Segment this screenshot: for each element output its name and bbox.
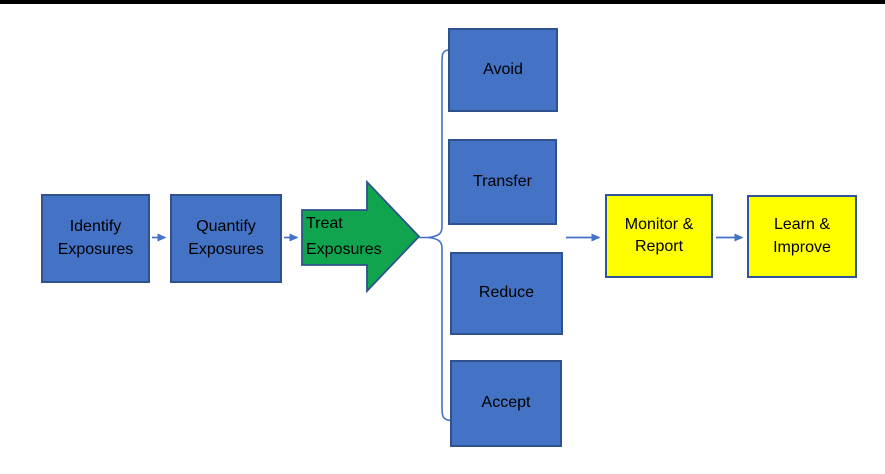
node-learn-improve-label: Learn & Improve <box>773 216 831 256</box>
node-avoid-label: Avoid <box>483 60 523 78</box>
node-quantify-exposures-label: Quantify Exposures <box>188 218 264 258</box>
node-learn-improve: Learn & Improve <box>747 195 857 278</box>
node-monitor-report: Monitor & Report <box>605 194 713 278</box>
node-accept-label: Accept <box>481 394 531 412</box>
node-treat-exposures-label: Treat Exposures <box>306 215 382 258</box>
top-border-rule <box>0 0 885 4</box>
options-brace-connector <box>427 49 451 422</box>
node-identify-exposures-label: Identify Exposures <box>57 218 134 258</box>
node-transfer-label: Transfer <box>473 172 532 190</box>
node-reduce-label: Reduce <box>478 284 535 302</box>
node-monitor-report-label: Monitor & Report <box>624 215 694 255</box>
node-identify-exposures: Identify Exposures <box>41 194 150 283</box>
node-accept: Accept <box>450 360 562 447</box>
node-quantify-exposures: Quantify Exposures <box>170 194 282 283</box>
node-transfer: Transfer <box>448 139 557 225</box>
treat-exposures-block-arrow <box>301 179 421 294</box>
node-reduce: Reduce <box>450 252 563 335</box>
node-avoid: Avoid <box>448 28 558 112</box>
